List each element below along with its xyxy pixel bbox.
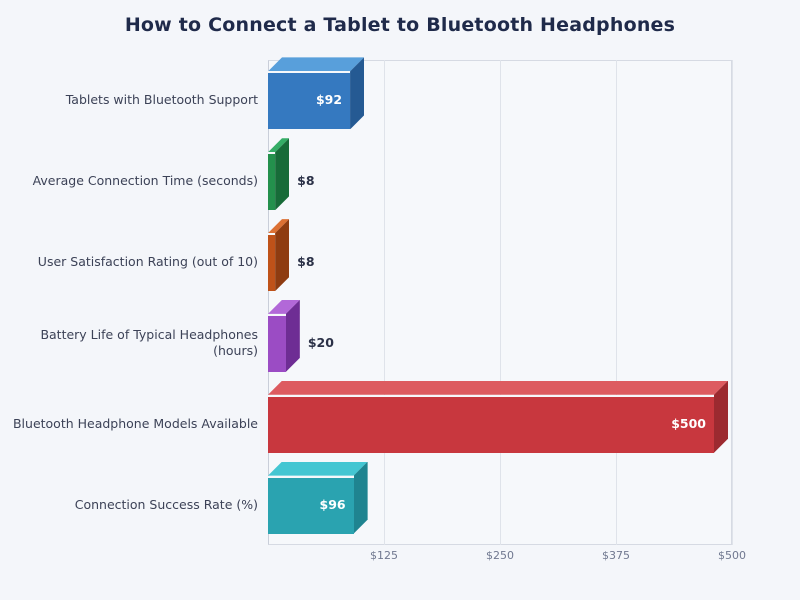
bar-value-label: $92 [315, 92, 343, 108]
x-axis-tick-label: $125 [370, 549, 398, 562]
bar-side-face [285, 299, 300, 372]
bar-side-face [353, 461, 368, 534]
gridline [732, 60, 733, 545]
gridline [384, 60, 385, 545]
category-label-line: Connection Success Rate (%) [74, 496, 258, 512]
bar-value-label: $8 [297, 173, 315, 189]
bar-top-face [268, 380, 728, 395]
gridline [616, 60, 617, 545]
category-label-line: Average Connection Time (seconds) [32, 173, 258, 189]
category-label: Connection Success Rate (%) [8, 497, 258, 513]
bar-side-face [350, 57, 365, 130]
category-label-line: Bluetooth Headphone Models Available [12, 415, 258, 431]
gridline [500, 60, 501, 545]
bar-front-face [268, 475, 354, 534]
category-label-line: Battery Life of Typical Headphones [40, 326, 258, 342]
category-label: Tablets with Bluetooth Support [8, 92, 258, 108]
bar[interactable] [268, 138, 290, 211]
bar-side-face [714, 380, 728, 453]
bar-front-face [268, 313, 286, 372]
bar-value-label: $500 [671, 415, 706, 431]
bar[interactable] [268, 380, 728, 453]
bar-value-label: $8 [297, 254, 315, 270]
bar-top-face [268, 461, 368, 476]
bar-top-face [268, 57, 365, 72]
bar[interactable] [268, 57, 365, 130]
category-label: User Satisfaction Rating (out of 10) [8, 254, 258, 270]
category-label-line: User Satisfaction Rating (out of 10) [37, 254, 258, 270]
bar[interactable] [268, 299, 300, 372]
bar-front-face [268, 394, 714, 453]
bar-value-label: $96 [319, 496, 346, 512]
chart-title: How to Connect a Tablet to Bluetooth Hea… [124, 14, 676, 36]
bar-front-face [268, 71, 351, 130]
bar-side-face [275, 219, 290, 292]
bar-front-face [268, 152, 276, 211]
x-axis-tick-label: $250 [486, 549, 514, 562]
bar[interactable] [268, 461, 368, 534]
x-axis-tick-label: $500 [718, 549, 746, 562]
bar[interactable] [268, 219, 290, 292]
x-axis-tick-label: $375 [602, 549, 630, 562]
bar-front-face [268, 233, 276, 292]
category-label-line: (hours) [213, 342, 258, 358]
category-label: Average Connection Time (seconds) [8, 173, 258, 189]
bar-side-face [275, 138, 290, 211]
category-label: Battery Life of Typical Headphones(hours… [8, 327, 258, 359]
category-label-line: Tablets with Bluetooth Support [65, 92, 258, 108]
bar-value-label: $20 [307, 334, 334, 350]
category-label: Bluetooth Headphone Models Available [8, 416, 258, 432]
